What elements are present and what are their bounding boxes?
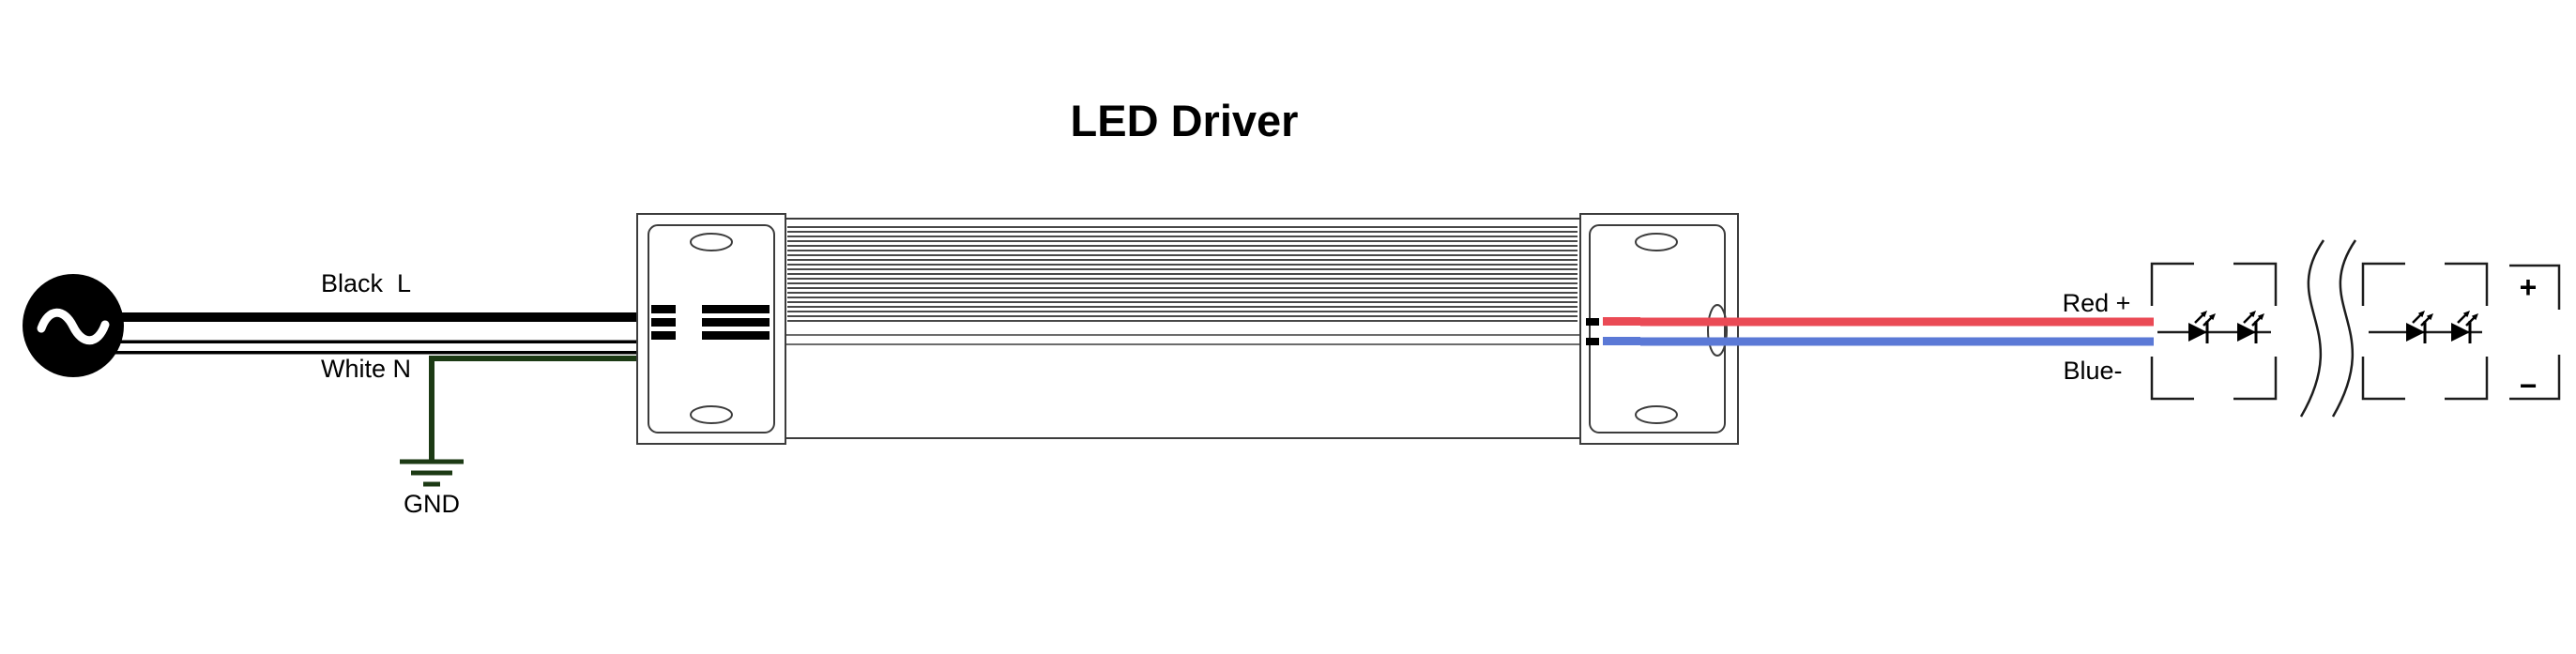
dc-output-wiring: Red + Blue- [1640, 289, 2154, 385]
input-terminal-block [651, 305, 770, 340]
led-icon [2404, 309, 2435, 345]
led-icon [2187, 309, 2218, 345]
output-terminal-block [1586, 317, 1640, 345]
neutral-wire-label: White N [321, 355, 411, 383]
ac-source-icon [23, 274, 124, 377]
led-icon [2235, 309, 2266, 345]
ground-label: GND [404, 490, 460, 518]
driver-left-endcap [636, 213, 786, 445]
led-strip: + − [2150, 239, 2561, 418]
led-driver [636, 213, 1739, 445]
strip-polarity-terminal: + − [2509, 264, 2561, 403]
page-title: LED Driver [1071, 96, 1299, 145]
output-grommet [1707, 304, 1728, 357]
negative-wire-label: Blue- [2063, 357, 2122, 385]
driver-right-endcap [1579, 213, 1739, 445]
heatsink-fins [787, 226, 1578, 322]
strip-minus-label: − [2520, 369, 2538, 403]
ac-input-wiring: Black L White N GND [103, 269, 649, 518]
ground-wire [429, 356, 649, 462]
positive-wire-label: Red + [2063, 289, 2131, 317]
continuation-break-icon [2299, 239, 2357, 418]
ground-icon [400, 459, 464, 487]
driver-body [785, 218, 1581, 439]
strip-plus-label: + [2520, 270, 2538, 304]
led-icon [2449, 309, 2480, 345]
line-wire-label: Black L [321, 269, 411, 297]
